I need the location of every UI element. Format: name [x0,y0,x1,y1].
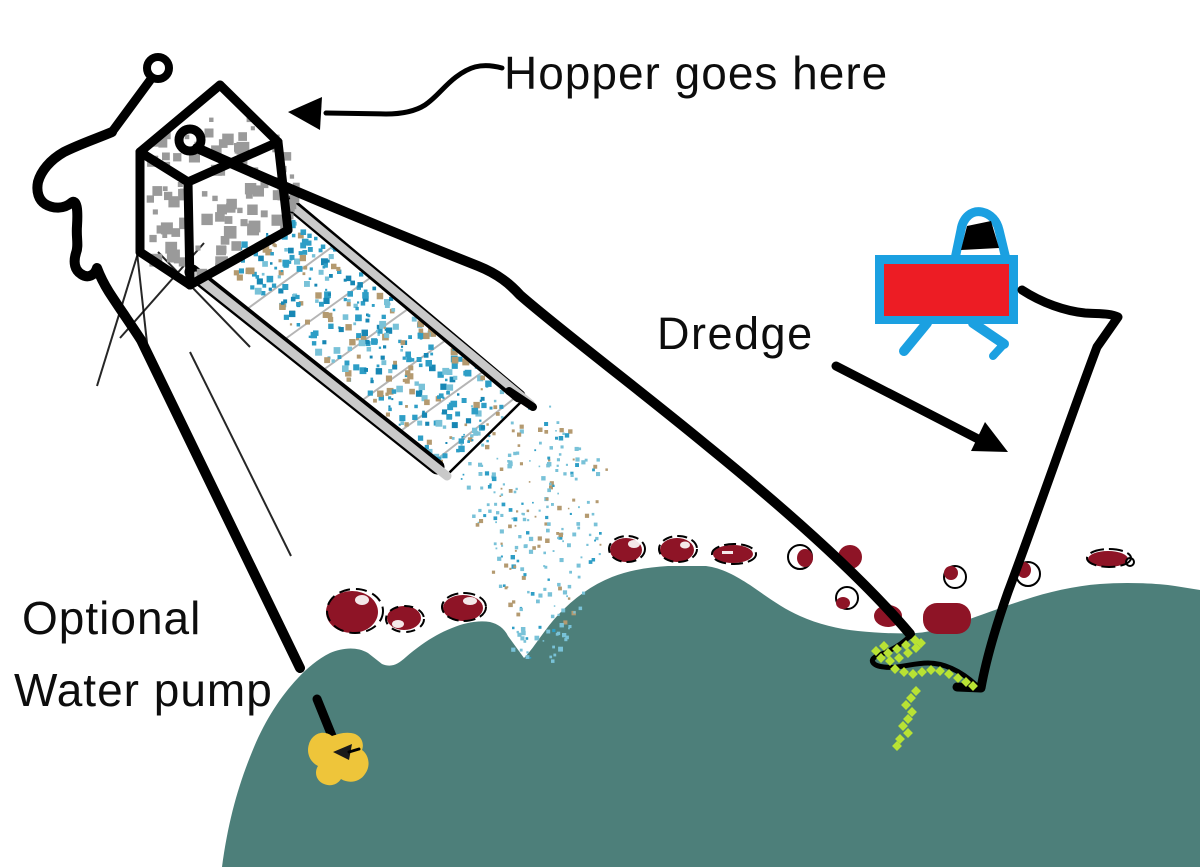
pump-intake-arrow-icon [333,744,352,760]
suction-nozzle-squiggle [869,633,979,751]
pull-handle [107,53,173,137]
sluice-rail-left [184,264,452,481]
rock [441,592,487,622]
dredge-label: Dredge [657,308,814,359]
suction-hose [192,143,915,639]
rock [835,586,859,610]
pump-hose-underwater [312,694,339,746]
rock [326,588,384,634]
nozzle-dots [871,635,978,751]
water-region [222,566,1200,867]
water-splash-marks [511,625,572,663]
dredge-callout: Dredge [657,308,1008,452]
dredge-leg-left [899,318,932,356]
pump-label: Optional Water pump [14,592,273,716]
dredge-hose [952,285,1123,693]
hopper-callout: Hopper goes here [288,47,888,130]
dredge-engine-cover [950,207,1011,264]
dredge-arrowhead-icon [971,422,1008,452]
rail-end-cap [505,387,537,411]
rock [385,605,425,633]
dredge-hull [884,264,1009,316]
rock [711,543,757,565]
water-pump [308,694,369,786]
rock [923,603,971,634]
rock [608,535,646,563]
splash-shape-and-pump-line [32,127,305,673]
chute-exit-edge [448,400,523,474]
dredge-leg-right [968,318,1009,349]
hopper-arrowhead-icon [288,97,322,130]
rock [787,544,813,570]
hopper-label: Hopper goes here [504,47,888,99]
rock [943,565,967,589]
hose-fitting-ring [174,124,206,156]
rock [658,535,698,563]
sluice-chute [184,195,537,481]
hopper-leader-line [323,63,505,117]
dredge-arrow-line [831,361,985,445]
sluice-rail-right [281,195,535,408]
pump-body [308,732,369,786]
pump-label-line2: Water pump [14,664,273,716]
dredge-float [875,207,1018,360]
dredge-engine-block [961,221,999,250]
plume-speckles [460,405,608,659]
pump-label-line1: Optional [22,592,201,644]
rock [1086,548,1135,568]
